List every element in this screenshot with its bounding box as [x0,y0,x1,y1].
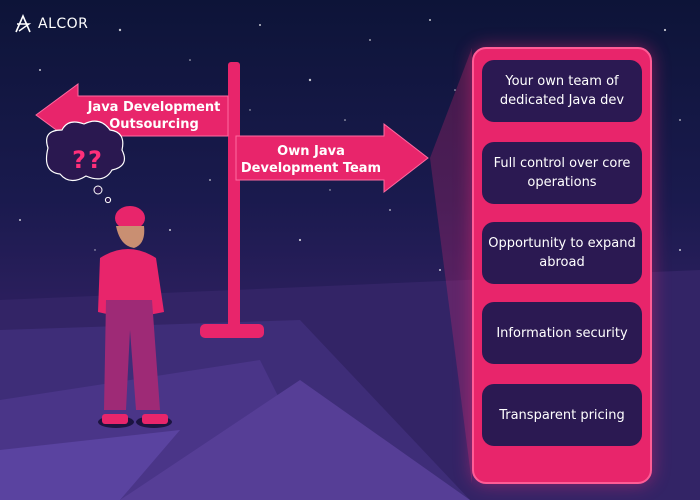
benefit-card-1: Your own team of dedicated Java dev [482,60,642,122]
left-sign-label: Java Development Outsourcing [87,100,221,132]
signpost-pole [228,62,240,334]
logo-text: ALCOR [38,16,89,32]
question-marks: ?? [72,146,104,174]
benefit-card-2: Full control over core operations [482,142,642,204]
alcor-logo: ALCOR [14,14,88,34]
star-logo-icon [15,14,32,33]
benefit-card-3: Opportunity to expand abroad [482,222,642,284]
benefit-card-5: Transparent pricing [482,384,642,446]
signpost-base [200,324,264,338]
thought-bubble [45,120,125,182]
benefit-card-4: Information security [482,302,642,364]
right-sign-label: Own Java Development Team [240,144,382,176]
right-arrow-sign-shape [235,122,429,194]
light-beam [430,48,472,484]
